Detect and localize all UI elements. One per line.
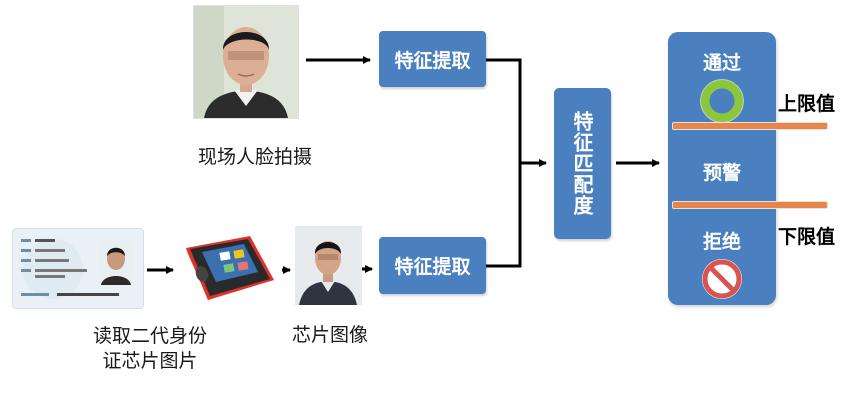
chip-face-image xyxy=(295,226,362,305)
connector-top-join xyxy=(486,58,522,163)
result-reject-label: 拒绝 xyxy=(702,231,741,253)
caption-chip-image: 芯片图像 xyxy=(291,324,368,346)
feature-extraction-bottom: 特征提取 xyxy=(379,237,486,294)
caption-live-capture: 现场人脸拍摄 xyxy=(197,146,312,168)
caption-read-id-line1: 读取二代身份 xyxy=(92,325,207,347)
lower-threshold-label: 下限值 xyxy=(778,226,836,248)
prohibited-icon xyxy=(699,256,745,302)
lower-threshold-line xyxy=(672,201,828,209)
feature-match-box: 特征匹配度 xyxy=(554,88,611,239)
pass-ring-icon xyxy=(699,78,745,124)
upper-threshold-line xyxy=(672,122,828,130)
live-face-photo xyxy=(193,5,299,119)
upper-threshold-label: 上限值 xyxy=(778,93,836,115)
feature-extraction-top: 特征提取 xyxy=(379,31,486,87)
result-pass-label: 通过 xyxy=(702,52,741,74)
caption-read-id-card: 读取二代身份 证芯片图片 xyxy=(60,324,240,374)
card-reader-device xyxy=(180,228,277,308)
caption-read-id-line2: 证芯片图片 xyxy=(102,350,198,372)
result-warning-label: 预警 xyxy=(702,162,741,184)
id-card-image xyxy=(12,228,144,309)
connector-bottom-join xyxy=(486,163,522,268)
